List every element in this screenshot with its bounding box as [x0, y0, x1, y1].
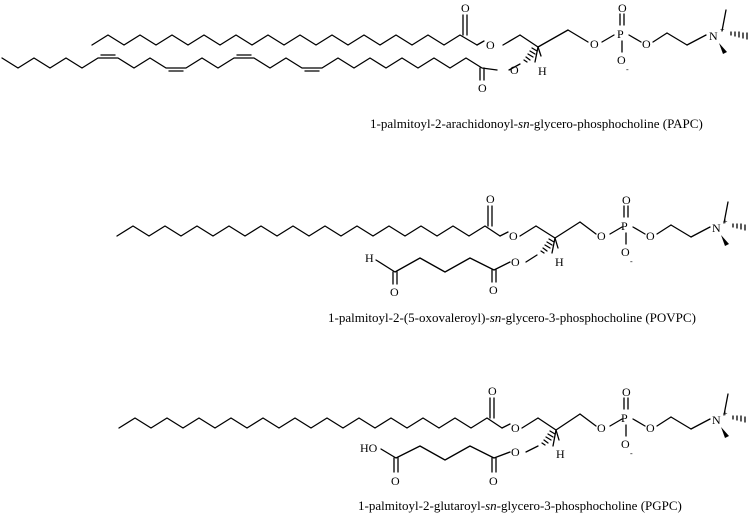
- aldehyde-hydrogen: H: [365, 251, 374, 265]
- nitrogen-atom: N: [712, 413, 721, 427]
- stereocenter-hydrogen: H: [538, 64, 547, 78]
- stereocenter-hydrogen: H: [555, 255, 564, 269]
- ester-carbonyl-oxygen: O: [489, 474, 498, 488]
- phosphate-anionic-oxygen: O: [621, 245, 630, 259]
- phosphate-oxygen: O: [590, 37, 599, 51]
- phosphate-oxygen: O: [642, 37, 651, 51]
- oxovaleroyl-chain-bonds: [375, 257, 511, 285]
- ester-oxygen: O: [511, 421, 520, 435]
- carboxylic-acid-carbonyl-oxygen: O: [391, 474, 400, 488]
- phosphate-oxygen: O: [597, 229, 606, 243]
- positive-charge: +: [723, 409, 728, 418]
- aldehyde-oxygen: O: [390, 285, 399, 299]
- molecule-caption: 1-palmitoyl-2-(5-oxovaleroyl)-sn-glycero…: [328, 310, 696, 325]
- phosphocholine-bonds: [609, 393, 729, 438]
- glycerol-backbone-bonds: [521, 413, 597, 453]
- nitrogen-atom: N: [709, 29, 718, 43]
- ester-oxygen: O: [509, 229, 518, 243]
- atom-labels: O O O O H HO O O P O O - O N +: [360, 384, 728, 488]
- positive-charge: +: [723, 217, 728, 226]
- phosphocholine-bonds: [601, 9, 727, 54]
- atom-labels: O O O O H H O O P O O - O N +: [365, 192, 728, 299]
- ester-carbonyl-oxygen: O: [489, 283, 498, 297]
- molecule-papc: O O O O H O P O O - O N + 1-palmitoyl-2-…: [1, 1, 748, 131]
- n-methyl-hash-bond: [732, 223, 746, 231]
- atom-labels: O O O O H O P O O - O N +: [461, 1, 725, 95]
- carboxylic-acid-hydroxyl: HO: [360, 441, 378, 455]
- n-methyl-hash-bond: [732, 415, 746, 423]
- stereo-hash-wedge: [540, 238, 555, 254]
- phosphate-double-bond-oxygen: O: [622, 193, 631, 207]
- phosphocholine-bonds: [609, 201, 729, 246]
- negative-charge: -: [630, 257, 633, 266]
- phosphorus-atom: P: [621, 219, 628, 233]
- negative-charge: -: [630, 449, 633, 458]
- phosphate-double-bond-oxygen: O: [622, 385, 631, 399]
- palmitoyl-chain-bonds: [91, 14, 485, 46]
- ester-oxygen: O: [510, 63, 519, 77]
- phosphorus-atom: P: [621, 411, 628, 425]
- n-methyl-hash-bond: [730, 31, 748, 40]
- stereo-hash-wedge: [523, 47, 538, 63]
- ester-oxygen: O: [511, 445, 520, 459]
- ester-carbonyl-oxygen: O: [486, 192, 495, 206]
- ester-carbonyl-oxygen: O: [488, 384, 497, 398]
- ester-carbonyl-oxygen: O: [478, 81, 487, 95]
- negative-charge: -: [626, 65, 629, 74]
- nitrogen-atom: N: [712, 221, 721, 235]
- phosphate-anionic-oxygen: O: [617, 53, 626, 67]
- palmitoyl-chain-bonds: [116, 205, 509, 237]
- molecule-povpc: O O O O H H O O P O O - O N + 1-palmitoy…: [116, 192, 746, 325]
- stereocenter-hydrogen: H: [556, 447, 565, 461]
- positive-charge: +: [720, 25, 725, 34]
- phosphate-anionic-oxygen: O: [621, 437, 630, 451]
- glycerol-backbone-bonds: [502, 29, 589, 71]
- palmitoyl-chain-bonds: [118, 397, 511, 429]
- stereo-hash-wedge: [541, 430, 556, 446]
- phosphate-oxygen: O: [597, 421, 606, 435]
- molecule-caption: 1-palmitoyl-2-glutaroyl-sn-glycero-3-pho…: [358, 498, 682, 513]
- phosphorus-atom: P: [617, 27, 624, 41]
- phosphate-oxygen: O: [646, 229, 655, 243]
- ester-carbonyl-oxygen: O: [461, 1, 470, 15]
- arachidonoyl-chain-bonds: [1, 54, 498, 81]
- glycerol-backbone-bonds: [519, 221, 597, 263]
- ester-oxygen: O: [486, 38, 495, 52]
- ester-oxygen: O: [511, 255, 520, 269]
- molecule-pgpc: O O O O H HO O O P O O - O N + 1-palmito…: [118, 384, 746, 513]
- molecule-caption: 1-palmitoyl-2-arachidonoyl-sn-glycero-ph…: [370, 116, 703, 131]
- phosphate-oxygen: O: [646, 421, 655, 435]
- phosphate-double-bond-oxygen: O: [618, 1, 627, 15]
- glutaroyl-chain-bonds: [380, 445, 511, 473]
